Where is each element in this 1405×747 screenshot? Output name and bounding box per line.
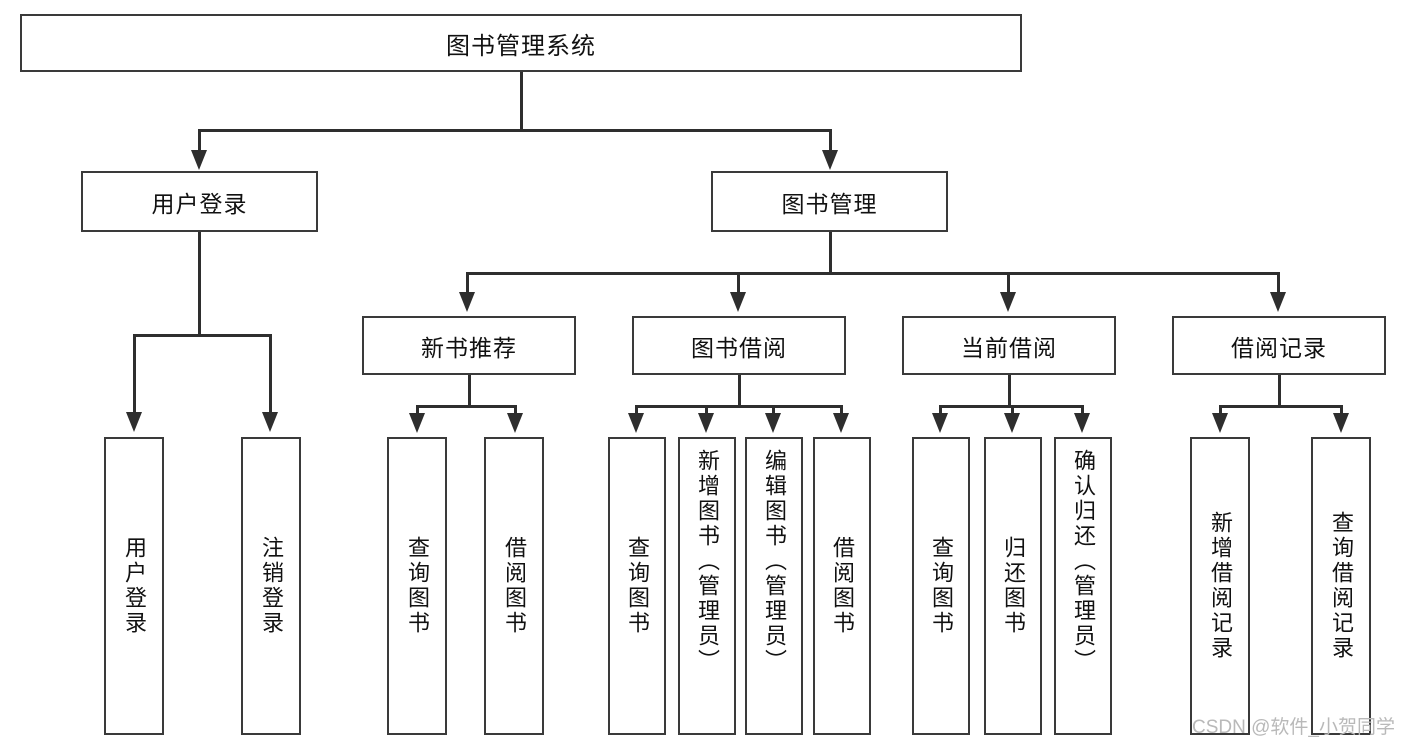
node-user-login-label: 用户登录 (151, 190, 248, 217)
connector-book-borrow-1 (635, 405, 638, 415)
arrowhead-borrow-record (1270, 292, 1286, 312)
arrowhead-leaf-return-book (1004, 413, 1020, 433)
leaf-node-return-book-label: 归还图书 (1001, 536, 1026, 636)
leaf-node-logout[interactable]: 注销登录 (241, 437, 301, 735)
connector-book-borrow-2 (705, 405, 708, 415)
arrowhead-leaf-logout (262, 412, 278, 432)
leaf-node-add-book-label: 新增图书（管理员） (695, 449, 720, 674)
node-root-label: 图书管理系统 (446, 32, 596, 60)
connector-user-login-stem (198, 232, 201, 336)
leaf-node-logout-label: 注销登录 (259, 536, 284, 636)
leaf-node-confirm-return[interactable]: 确认归还（管理员） (1054, 437, 1112, 735)
node-current-borrow-label: 当前借阅 (961, 334, 1057, 361)
leaf-node-borrow-book-label: 借阅图书 (830, 536, 855, 636)
leaf-node-query-book-rec-label: 查询图书 (405, 536, 430, 636)
leaf-node-query-record[interactable]: 查询借阅记录 (1311, 437, 1371, 735)
connector-borrow-record-r (1340, 405, 1343, 415)
leaf-node-borrow-book-rec[interactable]: 借阅图书 (484, 437, 544, 735)
arrowhead-leaf-query-book-rec (409, 413, 425, 433)
leaf-node-add-record-label: 新增借阅记录 (1208, 511, 1233, 661)
leaf-node-confirm-return-label: 确认归还（管理员） (1071, 449, 1096, 674)
connector-book-manage-stem (829, 232, 832, 274)
connector-to-new-book-rec (466, 272, 469, 294)
leaf-node-query-book-borrow[interactable]: 查询图书 (608, 437, 666, 735)
arrowhead-leaf-query-book-cur (932, 413, 948, 433)
connector-to-book-manage (829, 129, 832, 153)
connector-user-login-bus (133, 334, 272, 337)
leaf-node-query-book-rec[interactable]: 查询图书 (387, 437, 447, 735)
connector-current-borrow-3 (1081, 405, 1084, 415)
arrowhead-leaf-edit-book (765, 413, 781, 433)
arrowhead-leaf-query-book-borrow (628, 413, 644, 433)
leaf-node-user-login[interactable]: 用户登录 (104, 437, 164, 735)
connector-to-book-borrow (737, 272, 740, 294)
arrowhead-leaf-borrow-book-rec (507, 413, 523, 433)
node-book-borrow-label: 图书借阅 (691, 334, 787, 361)
arrowhead-leaf-user-login (126, 412, 142, 432)
arrowhead-new-book-rec (459, 292, 475, 312)
connector-current-borrow-1 (939, 405, 942, 415)
leaf-node-user-login-label: 用户登录 (122, 536, 147, 636)
arrowhead-book-borrow (730, 292, 746, 312)
arrowhead-leaf-borrow-book (833, 413, 849, 433)
connector-book-borrow-4 (840, 405, 843, 415)
node-book-manage[interactable]: 图书管理 (711, 171, 948, 232)
node-new-book-rec[interactable]: 新书推荐 (362, 316, 576, 375)
connector-user-login-right (269, 334, 272, 414)
connector-book-borrow-3 (772, 405, 775, 415)
connector-to-borrow-record (1277, 272, 1280, 294)
leaf-node-add-book[interactable]: 新增图书（管理员） (678, 437, 736, 735)
connector-user-login-left (133, 334, 136, 414)
arrowhead-leaf-confirm-return (1074, 413, 1090, 433)
arrowhead-user-login (191, 150, 207, 170)
connector-root-stem (520, 72, 523, 130)
arrowhead-leaf-add-book (698, 413, 714, 433)
leaf-node-return-book[interactable]: 归还图书 (984, 437, 1042, 735)
arrowhead-current-borrow (1000, 292, 1016, 312)
connector-current-borrow-2 (1011, 405, 1014, 415)
leaf-node-query-record-label: 查询借阅记录 (1329, 511, 1354, 661)
leaf-node-edit-book-label: 编辑图书（管理员） (762, 449, 787, 674)
connector-level3-bus (466, 272, 1279, 275)
leaf-node-edit-book[interactable]: 编辑图书（管理员） (745, 437, 803, 735)
connector-borrow-record-l (1219, 405, 1222, 415)
node-new-book-rec-label: 新书推荐 (421, 334, 517, 361)
connector-new-book-rec-bus (416, 405, 517, 408)
connector-to-current-borrow (1007, 272, 1010, 294)
connector-level2-bus (198, 129, 831, 132)
arrowhead-book-manage (822, 150, 838, 170)
node-current-borrow[interactable]: 当前借阅 (902, 316, 1116, 375)
node-user-login[interactable]: 用户登录 (81, 171, 318, 232)
connector-book-borrow-bus (635, 405, 843, 408)
csdn-watermark: CSDN @软件_小贺同学 (1192, 717, 1395, 738)
leaf-node-borrow-book[interactable]: 借阅图书 (813, 437, 871, 735)
connector-new-book-rec-stem (468, 375, 471, 407)
node-borrow-record-label: 借阅记录 (1231, 334, 1327, 361)
node-borrow-record[interactable]: 借阅记录 (1172, 316, 1386, 375)
leaf-node-borrow-book-rec-label: 借阅图书 (502, 536, 527, 636)
leaf-node-add-record[interactable]: 新增借阅记录 (1190, 437, 1250, 735)
connector-new-book-rec-r (514, 405, 517, 415)
connector-borrow-record-stem (1278, 375, 1281, 407)
connector-book-borrow-stem (738, 375, 741, 407)
node-book-borrow[interactable]: 图书借阅 (632, 316, 846, 375)
arrowhead-leaf-query-record (1333, 413, 1349, 433)
node-root[interactable]: 图书管理系统 (20, 14, 1022, 72)
leaf-node-query-book-cur-label: 查询图书 (929, 536, 954, 636)
connector-current-borrow-stem (1008, 375, 1011, 407)
connector-to-user-login (198, 129, 201, 153)
leaf-node-query-book-borrow-label: 查询图书 (625, 536, 650, 636)
connector-borrow-record-bus (1219, 405, 1343, 408)
arrowhead-leaf-add-record (1212, 413, 1228, 433)
leaf-node-query-book-cur[interactable]: 查询图书 (912, 437, 970, 735)
connector-new-book-rec-l (416, 405, 419, 415)
node-book-manage-label: 图书管理 (781, 190, 878, 217)
